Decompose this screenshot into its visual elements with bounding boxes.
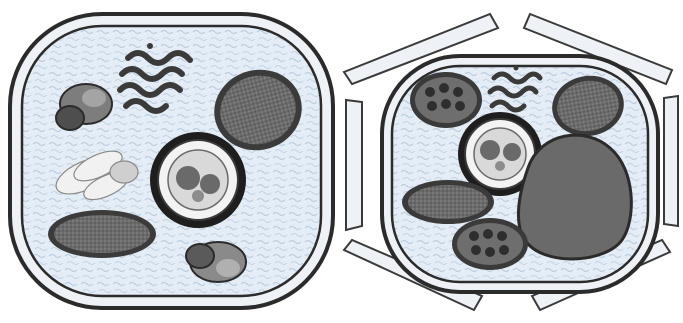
chloroplast-icon	[48, 210, 156, 258]
right-cell	[344, 14, 678, 310]
chloroplast-icon	[410, 72, 482, 128]
nucleus-icon	[150, 132, 246, 228]
left-cell	[10, 14, 333, 308]
vacuole-icon	[518, 135, 631, 259]
chloroplast-icon	[402, 180, 494, 224]
wall-plate-right	[664, 96, 678, 226]
wall-plate-left	[346, 100, 362, 230]
chloroplast-icon	[452, 218, 528, 270]
